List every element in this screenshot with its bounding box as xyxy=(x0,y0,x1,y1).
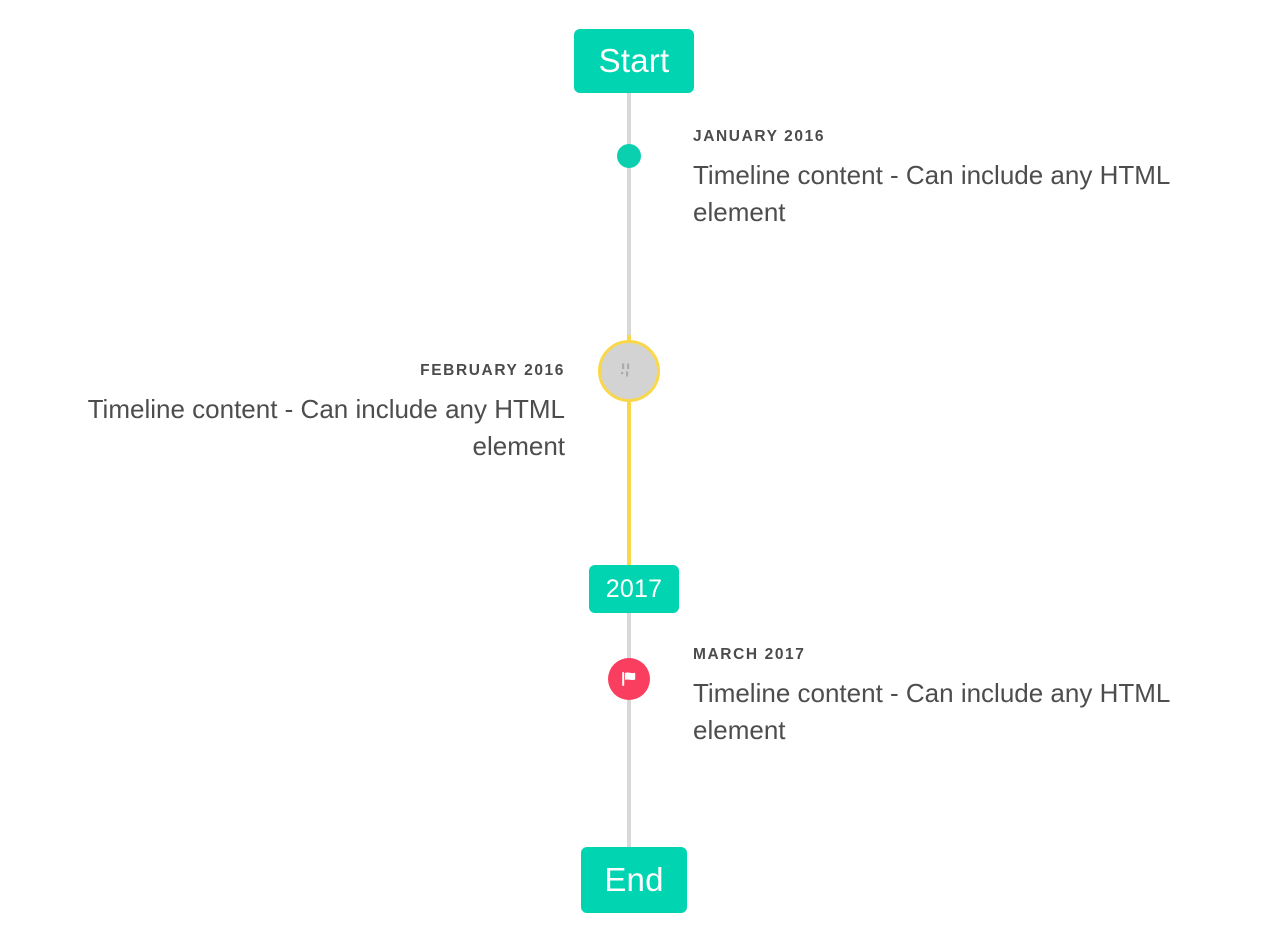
timeline-end-badge[interactable]: End xyxy=(581,847,687,913)
timeline-line-segment-bottom xyxy=(627,565,631,853)
timeline-start-badge[interactable]: Start xyxy=(574,29,694,93)
timeline-entry-date: MARCH 2017 xyxy=(693,646,806,663)
flag-icon xyxy=(622,672,636,686)
timeline-marker-dot-icon[interactable] xyxy=(617,144,641,168)
timeline-entry-date: JANUARY 2016 xyxy=(693,128,826,145)
timeline-entry-body: Timeline content - Can include any HTML … xyxy=(693,678,1170,745)
timeline-entry-date: FEBRUARY 2016 xyxy=(420,362,565,379)
timeline-line-segment-top xyxy=(627,93,631,335)
timeline-line-segment-highlighted xyxy=(627,335,631,565)
timeline-year-divider-badge[interactable]: 2017 xyxy=(589,565,679,613)
broken-image-icon xyxy=(621,363,630,377)
timeline-entry-content: FEBRUARY 2016 Timeline content - Can inc… xyxy=(41,362,565,465)
timeline-marker-flag-icon[interactable] xyxy=(608,658,650,700)
timeline-entry-content: JANUARY 2016 Timeline content - Can incl… xyxy=(693,128,1217,231)
timeline-entry-content: MARCH 2017 Timeline content - Can includ… xyxy=(693,646,1217,749)
timeline-entry-body: Timeline content - Can include any HTML … xyxy=(87,394,565,461)
timeline-entry-body: Timeline content - Can include any HTML … xyxy=(693,160,1170,227)
timeline-marker-image-placeholder-icon[interactable] xyxy=(598,340,660,402)
